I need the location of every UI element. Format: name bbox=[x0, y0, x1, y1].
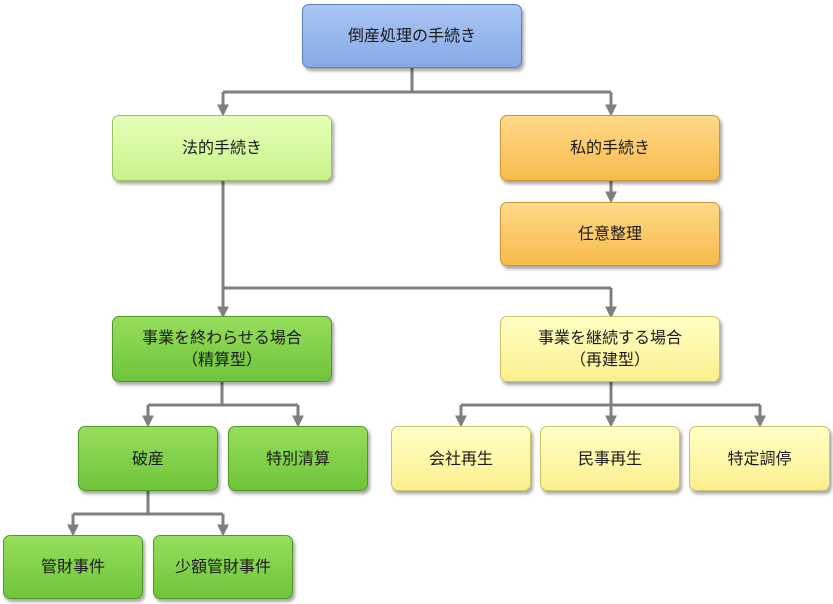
voluntary-arrangement-label: 任意整理 bbox=[577, 224, 642, 243]
bankruptcy-label: 破産 bbox=[131, 448, 164, 468]
root-node: 倒産処理の手続き bbox=[302, 4, 522, 68]
trustee-case-node: 管財事件 bbox=[3, 535, 143, 599]
small-trustee-case-label: 少額管財事件 bbox=[174, 557, 271, 576]
rehabilitation-label-line2: （再建型） bbox=[569, 350, 650, 369]
liquidation-label-line2: （精算型） bbox=[181, 350, 262, 369]
legal-procedure-node: 法的手続き bbox=[112, 115, 332, 181]
specific-conciliation-label: 特定調停 bbox=[727, 448, 792, 468]
private-procedure-node: 私的手続き bbox=[500, 115, 720, 181]
small-trustee-case-node: 少額管財事件 bbox=[153, 535, 293, 599]
trustee-case-label: 管財事件 bbox=[40, 557, 105, 576]
civil-rehabilitation-node: 民事再生 bbox=[540, 426, 680, 491]
specific-conciliation-node: 特定調停 bbox=[689, 426, 830, 491]
corporate-reorganization-node: 会社再生 bbox=[391, 426, 531, 491]
corporate-reorganization-label: 会社再生 bbox=[428, 448, 493, 468]
rehabilitation-label-line1: 事業を継続する場合 bbox=[537, 328, 682, 347]
root-label: 倒産処理の手続き bbox=[347, 26, 476, 45]
private-procedure-label: 私的手続き bbox=[569, 138, 650, 157]
special-liquidation-node: 特別清算 bbox=[228, 426, 368, 491]
voluntary-arrangement-node: 任意整理 bbox=[500, 202, 720, 266]
legal-procedure-label: 法的手続き bbox=[181, 138, 262, 157]
liquidation-label-line1: 事業を終わらせる場合 bbox=[142, 328, 302, 347]
liquidation-node: 事業を終わらせる場合 （精算型） bbox=[112, 316, 332, 382]
bankruptcy-node: 破産 bbox=[78, 426, 218, 491]
rehabilitation-node: 事業を継続する場合 （再建型） bbox=[500, 316, 720, 382]
special-liquidation-label: 特別清算 bbox=[265, 448, 330, 468]
civil-rehabilitation-label: 民事再生 bbox=[577, 448, 642, 468]
